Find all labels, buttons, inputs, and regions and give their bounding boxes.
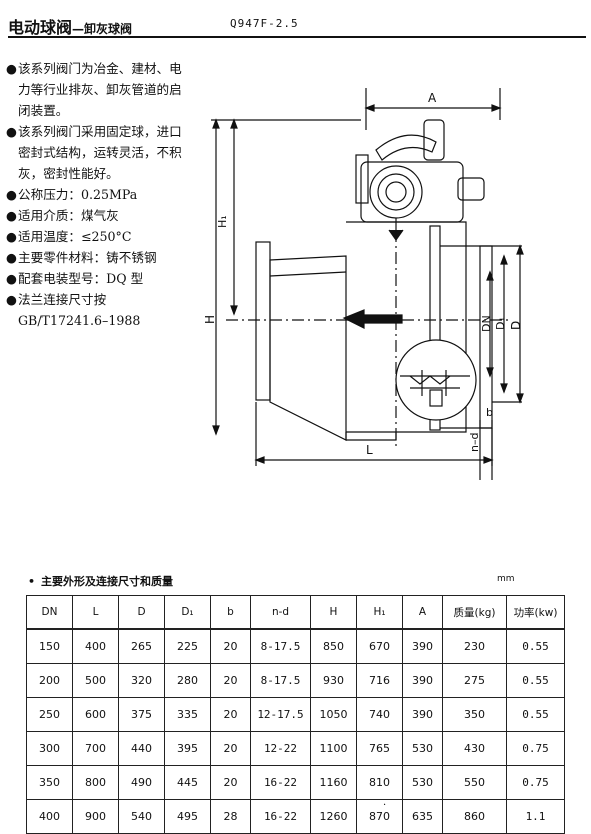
model-number: Q947F-2.5 (230, 17, 299, 30)
feature-item: ●主要零件材料：铸不锈钢 (6, 247, 186, 268)
label-A: A (428, 91, 437, 105)
bullet-icon: ● (6, 208, 17, 223)
bullet-icon: ● (6, 124, 17, 139)
column-header: n-d (250, 595, 311, 630)
feature-item: ●公称压力：0.25MPa (6, 184, 186, 205)
feature-item: ●配套电装型号：DQ 型 (6, 268, 186, 289)
bullet-icon: ● (6, 229, 17, 244)
title-main: 电动球阀 (8, 18, 73, 37)
feature-item: ●适用介质：煤气灰 (6, 205, 186, 226)
dimension-A: A (364, 88, 502, 130)
label-DN: DN (480, 315, 493, 332)
bullet-icon: ● (6, 250, 17, 265)
valve-drawing: A H₁ H (203, 88, 524, 480)
dimension-H: H (203, 118, 220, 436)
label-D1: D₁ (494, 317, 507, 330)
table-caption: •主要外形及连接尺寸和质量 (28, 575, 174, 588)
header-rule (8, 36, 586, 38)
bullet-icon: ● (6, 187, 17, 202)
column-header: D (118, 595, 165, 630)
dimension-H1: H₁ (211, 118, 361, 316)
feature-list: ●该系列阀门为冶金、建材、电力等行业排灰、卸灰管道的启闭装置。 ●该系列阀门采用… (6, 58, 186, 331)
label-H: H (203, 315, 217, 324)
bullet-icon: ● (6, 271, 17, 286)
label-D: D (509, 321, 523, 330)
column-header: L (72, 595, 119, 630)
column-header: 功率(kw) (506, 595, 565, 630)
dimension-L: L (254, 402, 494, 466)
page-title: 电动球阀—卸灰球阀 (8, 14, 132, 38)
title-subtitle: —卸灰球阀 (72, 22, 133, 36)
seal-detail (395, 339, 477, 421)
dimension-DN-D1-D: D D₁ DN (480, 244, 524, 404)
valve-body (226, 221, 512, 450)
feature-item: ●法兰连接尺寸按 GB/T17241.6–1988 (6, 289, 186, 331)
bullet-icon: • (28, 575, 36, 588)
bullet-icon: ● (6, 292, 17, 307)
label-nd: n–d (468, 433, 481, 452)
feature-item: ●该系列阀门为冶金、建材、电力等行业排灰、卸灰管道的启闭装置。 (6, 58, 186, 121)
flow-arrow (342, 309, 403, 329)
column-header: A (402, 595, 443, 630)
column-header: H₁ (356, 595, 403, 630)
column-header: D₁ (164, 595, 211, 630)
feature-item: ●适用温度：≤250°C (6, 226, 186, 247)
column-header: DN (26, 595, 73, 630)
label-L: L (366, 443, 373, 457)
column-header: H (310, 595, 357, 630)
dimension-table: DN L D D₁ b n-d H H₁ A 质量(kg) 功率(kw) 150… (26, 595, 565, 834)
feature-item: ●该系列阀门采用固定球，进口密封式结构，运转灵活，不积灰，密封性能好。 (6, 121, 186, 184)
bullet-icon: ● (6, 61, 17, 76)
table-unit: mm (497, 574, 515, 584)
page-mark: · (383, 800, 387, 811)
label-b: b (486, 406, 493, 419)
column-header: 质量(kg) (442, 595, 507, 630)
label-H1: H₁ (216, 215, 229, 228)
table-header-row: DN L D D₁ b n-d H H₁ A 质量(kg) 功率(kw) (26, 595, 565, 630)
column-header: b (210, 595, 251, 630)
